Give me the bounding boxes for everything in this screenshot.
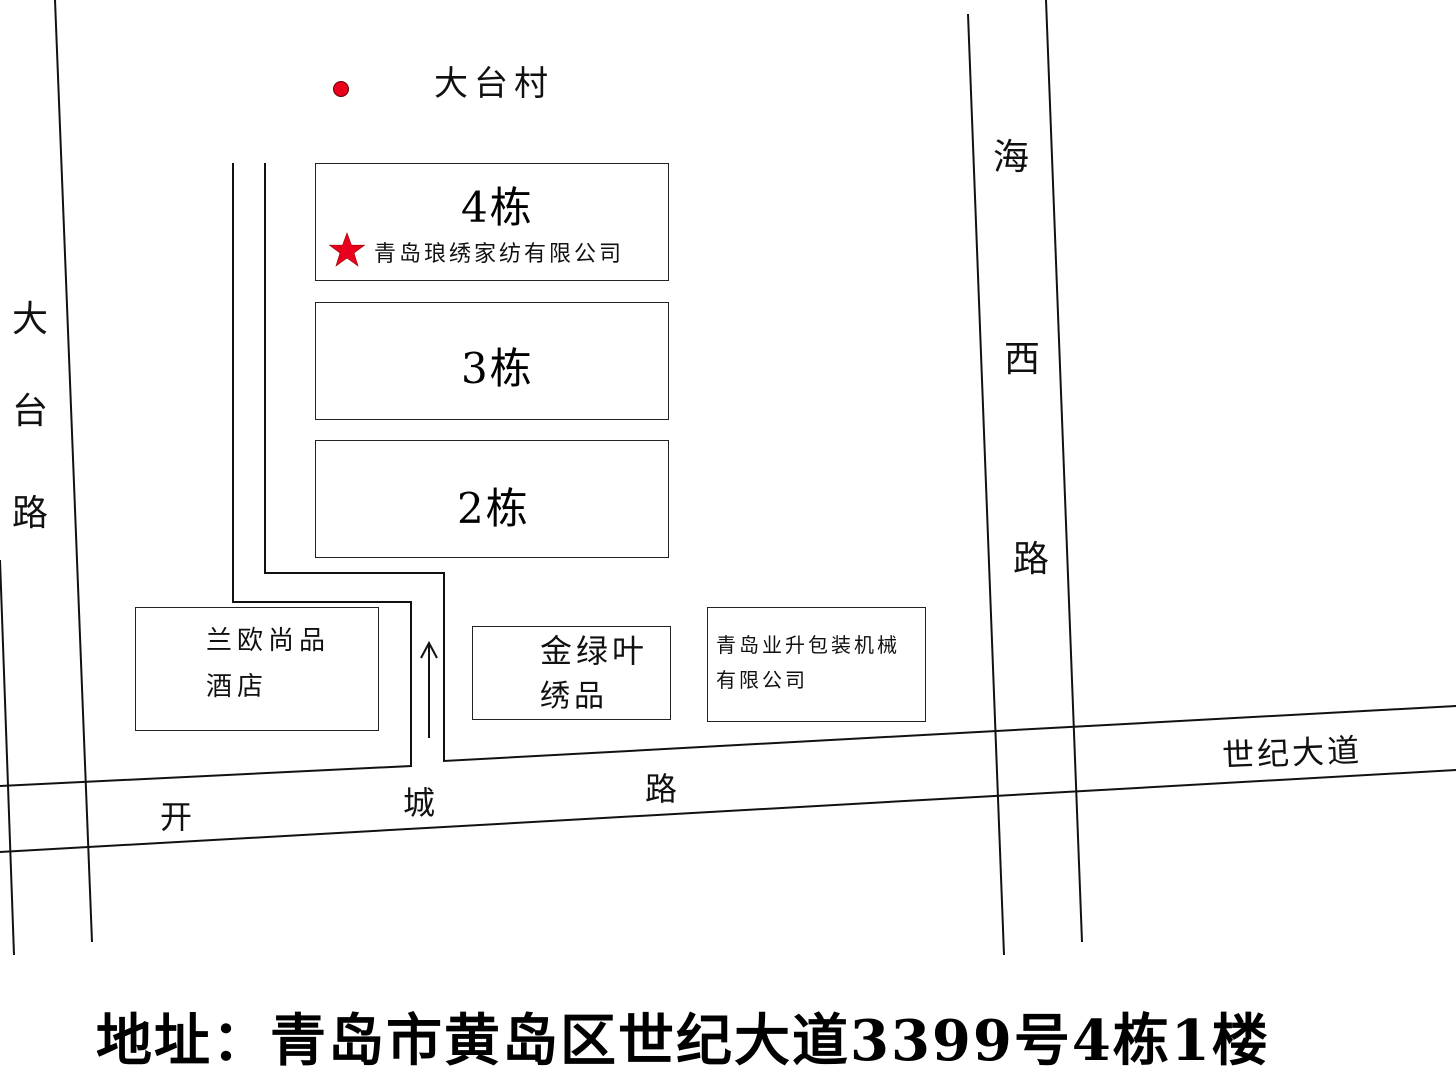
tenant-name: 青岛琅绣家纺有限公司: [374, 242, 625, 267]
up-arrow-icon: [420, 640, 438, 738]
kaicheng-road-char-2: 城: [403, 784, 436, 822]
datai-road-label: 大 台 路: [12, 302, 48, 532]
star-icon: [328, 232, 366, 267]
lanou-hotel: 兰欧尚品 酒店: [135, 607, 379, 731]
building-3: 3栋: [315, 302, 669, 420]
datai-road-edge-right: [54, 0, 93, 943]
datai-road-edge-left: [0, 559, 15, 956]
haixi-road-char-3: 路: [1013, 539, 1050, 580]
building-3-label: 3栋: [461, 344, 534, 393]
kaicheng-road-edge-top-right: [264, 163, 1456, 763]
road-char: 路: [12, 493, 49, 534]
jinlvye-line-1: 金绿叶: [540, 632, 649, 670]
yesheng-line-1: 青岛业升包装机械: [716, 633, 900, 657]
building-4-label: 4栋: [461, 183, 534, 232]
address-text: 地址：青岛市黄岛区世纪大道3399号4栋1楼: [96, 1008, 1270, 1074]
kaicheng-road-char-3: 路: [645, 770, 678, 808]
building-4: 4栋 青岛琅绣家纺有限公司: [315, 163, 669, 281]
haixi-road-edge-right: [1045, 0, 1083, 943]
building-2: 2栋: [315, 440, 669, 558]
lanou-hotel-line-1: 兰欧尚品: [206, 626, 331, 656]
village-label: 大台村: [434, 64, 554, 104]
shiji-avenue-label: 世纪大道: [1221, 731, 1363, 775]
kaicheng-road-edge-bottom: [0, 769, 1456, 853]
red-dot-icon: [333, 81, 349, 97]
jinlvye-shop: 金绿叶 绣品: [472, 626, 671, 720]
road-char: 台: [12, 391, 49, 432]
jinlvye-line-2: 绣品: [540, 679, 608, 714]
lanou-hotel-line-2: 酒店: [206, 672, 269, 702]
yesheng-company: 青岛业升包装机械 有限公司: [707, 607, 926, 722]
kaicheng-road-edge-top-left: [0, 163, 412, 787]
haixi-road-edge-left: [967, 13, 1005, 956]
kaicheng-road-char-1: 开: [160, 798, 193, 836]
building-2-label: 2栋: [457, 484, 530, 533]
haixi-road-char-1: 海: [993, 137, 1030, 178]
yesheng-line-2: 有限公司: [716, 668, 808, 692]
road-char: 大: [12, 299, 49, 340]
haixi-road-char-2: 西: [1004, 339, 1041, 380]
